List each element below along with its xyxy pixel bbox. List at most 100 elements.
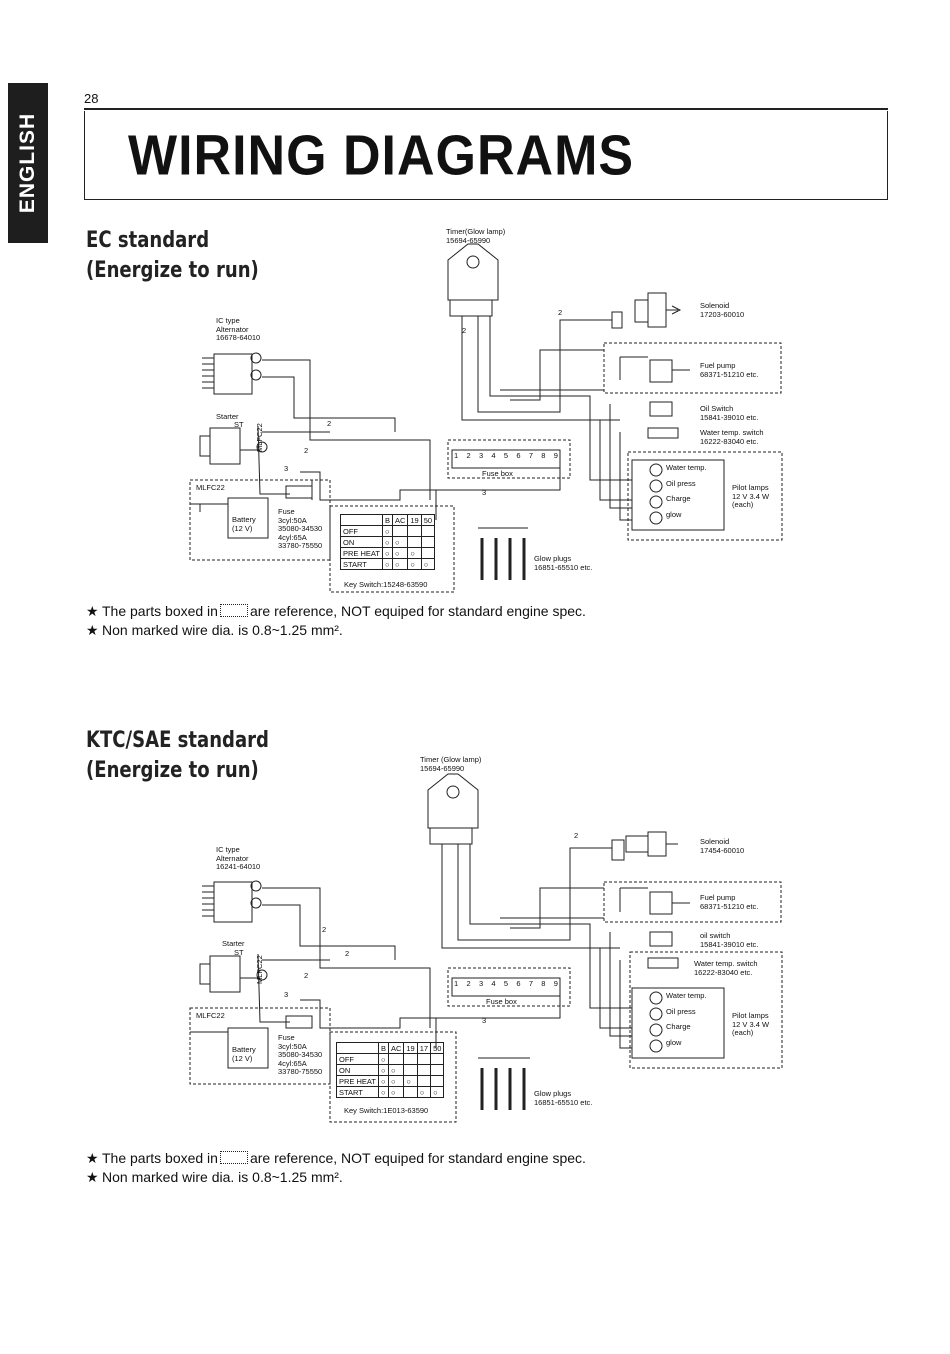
mlfc-label: MLFC22 [196,483,225,492]
fuse-cell: 2 [466,451,471,460]
fuse-line: 3cyl:50A [278,1041,307,1051]
wire-gauge-label: 2 [304,446,309,455]
wire-gauge-label: 2 [462,326,467,335]
alternator-line: Alternator [216,324,249,334]
battery-label: Battery(12 V) [232,515,256,533]
key-header-cell: B [381,514,393,526]
star-icon: ★ [86,1150,99,1166]
wire-gauge-label: 2 [322,925,327,934]
pilot-lamp-name: Charge [666,494,691,503]
section-title-line2: (Energize to run) [86,258,259,283]
fuse-box-label: Fuse box [486,997,517,1006]
key-switch-box [329,505,455,593]
water-switch-name: Water temp. switch [700,428,764,437]
pilot-spec-line: 12 V 3.4 W [732,1019,770,1029]
pilot-lamp-name: Water temp. [666,463,707,472]
fuse-cell: 9 [553,451,558,460]
diagram-ktc-sae-standard: KTC/SAE standard (Energize to run) [0,528,950,1208]
section-title-line1: KTC/SAE standard [86,728,269,753]
fuse-line: 35080-34530 [278,524,323,533]
fuse-cell: 6 [516,979,521,988]
fuse-line: 35080-34530 [278,1050,323,1059]
note-wire-dia: ★Non marked wire dia. is 0.8~1.25 mm². [86,1169,343,1186]
wire-gauge-label: 2 [558,308,563,317]
battery-name: Battery [232,1045,256,1054]
key-header-cell: AC [391,514,409,526]
fuse-line: Fuse [278,507,295,516]
key-header-cell [336,1042,379,1054]
fuse-line: 4cyl:65A [278,1058,307,1068]
glow-plugs-name: Glow plugs [534,554,572,563]
fuel-pump-box [603,342,782,394]
fuel-pump-part-number: 68371-51210 etc. [700,369,759,379]
timer-label: Timer (Glow lamp)15694-65990 [420,755,481,773]
pilot-lamp-box [627,451,783,541]
st-label: ST [234,420,244,429]
star-icon: ★ [86,622,99,638]
glow-plugs-part-number: 16851-65510 etc. [534,1097,593,1107]
key-header-cell: B [377,1042,389,1054]
wire-gauge-label: 2 [574,831,579,840]
pilot-spec-line: (each) [732,1028,754,1037]
wire-gauge-label: 3 [482,488,487,497]
alternator-line: 16241-64010 [216,862,261,871]
wire-gauge-label: 2 [327,419,332,428]
note-text: are reference, NOT equiped for standard … [249,603,586,619]
timer-part-number: 15694-65990 [446,235,491,245]
dotted-box-icon [219,1151,248,1164]
pilot-lamp-name: Oil press [666,1006,696,1016]
key-switch-label: Key Switch:1E013-63590 [344,1106,429,1115]
timer-hole [466,255,480,269]
fuse-line: 3cyl:50A [278,515,307,525]
fuse-cell: 2 [466,979,471,988]
pilot-spec-line: (each) [732,500,754,509]
key-header-cell: AC [387,1042,405,1054]
key-position: OFF [336,1053,379,1065]
key-switch-row: START○○○○ [336,1086,445,1098]
note-text: The parts boxed in [102,1150,218,1166]
key-switch-label: Key Switch:15248-63590 [344,580,428,589]
fuel-pump-name: Fuel pump [700,893,736,902]
fuse-body [285,485,313,499]
key-position: ON [336,1064,379,1076]
alternator-body [213,353,253,395]
fuse-cell: 3 [478,451,484,460]
wire-gauge-label: 3 [284,990,289,999]
section-title-line1: EC standard [86,228,210,253]
fuse-cell: 8 [541,451,546,460]
wire-gauge-label: 3 [482,1016,487,1025]
fuel-pump-name: Fuel pump [700,361,736,370]
mlfc-label: MLFC22 [196,1011,225,1020]
wiring-drawing [189,773,783,1123]
pilot-spec-line: Pilot lamps [732,483,769,492]
battery-voltage: (12 V) [232,523,253,533]
fuse-cell: 5 [503,979,509,988]
page-number: 28 [84,91,99,106]
battery-voltage: (12 V) [232,1053,253,1063]
fuel-pump-part-number: 68371-51210 etc. [700,901,759,911]
fuse-cell: 5 [503,451,509,460]
pilot-spec-line: 12 V 3.4 W [732,491,770,501]
fuse-line: 4cyl:65A [278,532,307,542]
timer-part-number: 15694-65990 [420,763,465,773]
starter-label: Starter [216,412,239,421]
diagram-ec-standard: EC standard (Energize to run) [0,0,950,640]
battery-label: Battery(12 V) [232,1045,256,1063]
water-switch-part-number: 16222-83040 etc. [694,967,753,977]
fuse-cell: 4 [491,979,496,988]
battery-name: Battery [232,515,256,524]
solenoid-part-number: 17203-60010 [700,309,745,319]
fuse-cell: 8 [541,979,546,988]
